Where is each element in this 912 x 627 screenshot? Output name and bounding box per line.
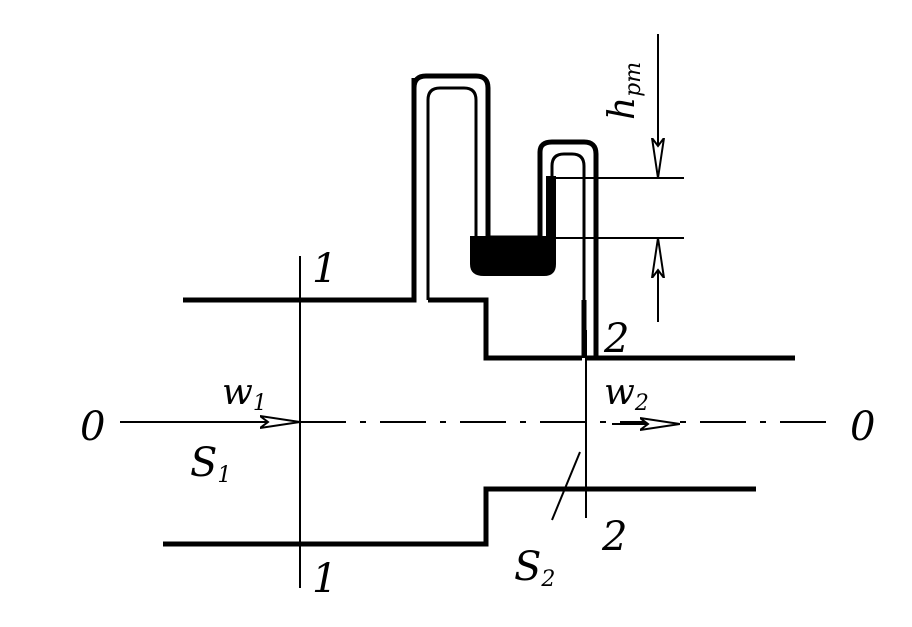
s1-label: S1 [190, 440, 231, 488]
height-dimension: hрт [602, 34, 658, 322]
h-label: hрт [602, 62, 646, 120]
w2-main: w [604, 372, 635, 413]
labels: 0 0 1 1 2 2 w1 w2 S1 S2 [80, 246, 875, 602]
upper-wall-left [183, 78, 417, 303]
section-2-bottom-label: 2 [601, 514, 627, 560]
section-1-top-label: 1 [312, 246, 337, 292]
axis-label-right: 0 [850, 404, 875, 450]
s1-main: S [190, 440, 217, 486]
w1-label: w1 [222, 372, 267, 416]
s2-label: S2 [514, 544, 555, 592]
tube-inner [426, 86, 586, 358]
pipe-walls [163, 78, 795, 547]
s2-sub: 2 [540, 567, 555, 592]
section-1-bottom-label: 1 [312, 556, 337, 602]
h-main: h [602, 97, 643, 120]
s1-sub: 1 [217, 463, 231, 488]
axis-line [120, 422, 834, 424]
u-tube-manometer [411, 73, 599, 358]
s2-leader-line [551, 451, 581, 521]
manometer-liquid [470, 176, 556, 276]
w1-main: w [222, 372, 253, 413]
level-lines [488, 177, 684, 239]
tube-outer [411, 73, 599, 358]
w2-label: w2 [604, 372, 649, 416]
w1-sub: 1 [253, 391, 267, 416]
axis-label-left: 0 [80, 404, 105, 450]
lower-wall [163, 486, 756, 547]
s2-main: S [514, 544, 541, 590]
upper-wall-step [428, 297, 582, 361]
section-2-top-label: 2 [603, 316, 629, 362]
h-sub: рт [621, 62, 646, 97]
w2-sub: 2 [634, 391, 649, 416]
